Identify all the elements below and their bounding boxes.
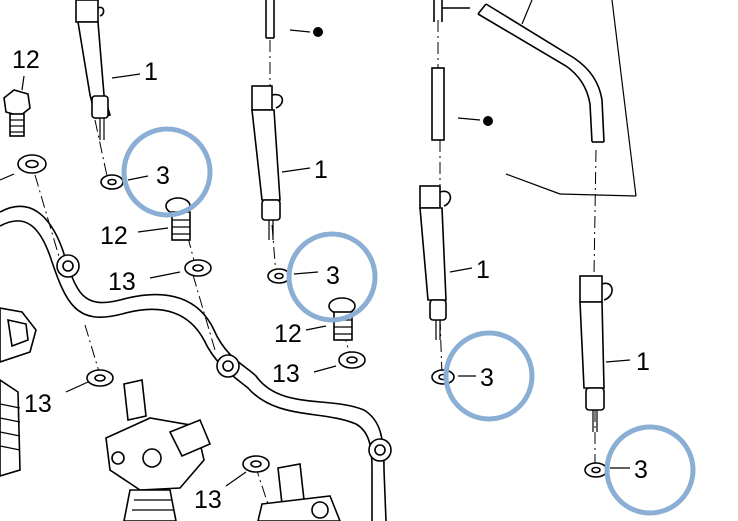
banjo-washer-13d <box>86 369 114 387</box>
banjo-washer-13e <box>242 455 270 473</box>
nozzle-holder-1a <box>75 0 112 140</box>
banjo-washer-13a <box>17 154 47 174</box>
upper-leak-pipe-c <box>431 0 470 141</box>
highlight-circle-3a <box>121 126 213 218</box>
label-1-c: 1 <box>476 256 490 284</box>
injection-pump-right <box>257 463 341 521</box>
highlight-circle-3c <box>443 330 535 422</box>
label-3-d: 3 <box>634 456 648 484</box>
label-1-b: 1 <box>314 156 328 184</box>
reference-dot-a <box>313 27 323 37</box>
sealing-washer-3a <box>100 174 124 190</box>
leader-bracket <box>505 0 637 197</box>
banjo-bolt-12a <box>3 89 31 137</box>
label-3-b: 3 <box>326 262 340 290</box>
label-12-b: 12 <box>100 222 128 250</box>
label-12-c: 12 <box>274 320 302 348</box>
label-13-a: 13 <box>108 268 136 296</box>
highlight-circles <box>121 126 696 516</box>
banjo-washer-13b <box>184 259 212 277</box>
reference-dot-b <box>483 116 493 126</box>
sealing-washer-3d <box>584 462 608 478</box>
upper-leak-pipe-b <box>265 0 275 39</box>
leak-off-hose <box>477 3 605 143</box>
highlight-circle-3d <box>604 424 696 516</box>
fuel-injection-pipes <box>0 205 392 521</box>
label-1-d: 1 <box>636 348 650 376</box>
banjo-washer-13c <box>338 351 366 369</box>
label-13-b: 13 <box>272 360 300 388</box>
label-13-c: 13 <box>24 390 52 418</box>
injection-pump-center <box>105 379 212 521</box>
nozzle-holder-1b <box>251 85 284 240</box>
highlight-circle-3b <box>286 231 378 323</box>
label-3-a: 3 <box>156 162 170 190</box>
nozzle-holder-1c <box>419 185 452 340</box>
banjo-bolt-12b <box>165 197 191 241</box>
label-13-d: 13 <box>194 486 222 514</box>
label-1-a: 1 <box>144 58 158 86</box>
label-12-a: 12 <box>12 46 40 74</box>
leader-lines <box>0 29 631 487</box>
nozzle-holder-1d <box>579 275 613 432</box>
sealing-washer-3c <box>431 369 455 385</box>
label-3-c: 3 <box>480 364 494 392</box>
injection-pump-left <box>0 307 37 477</box>
